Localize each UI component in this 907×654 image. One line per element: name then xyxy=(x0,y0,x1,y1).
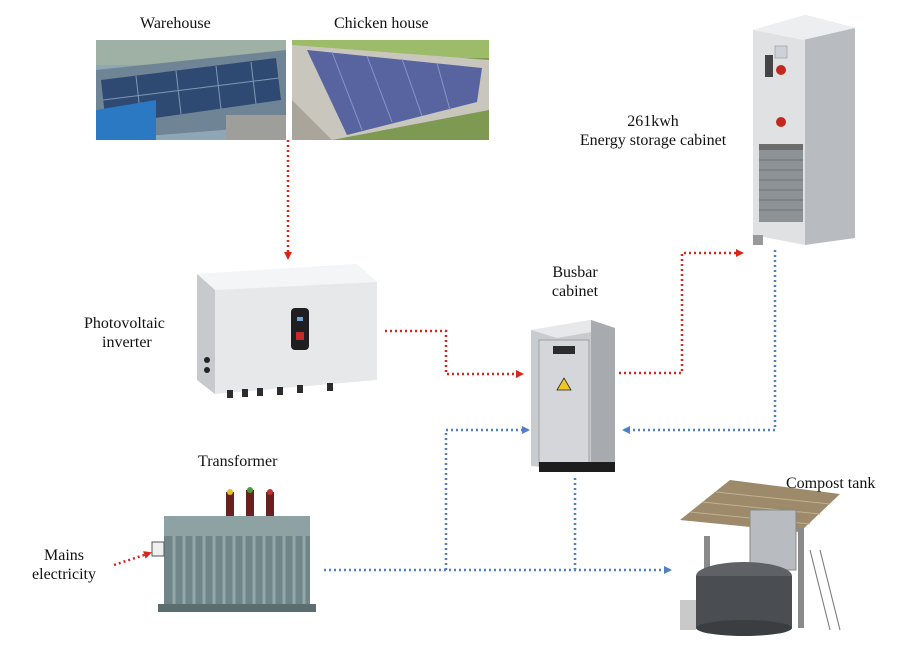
arrow-busbar-to-storage xyxy=(619,249,744,375)
label-busbar-line1: Busbar xyxy=(552,264,598,281)
transformer-image xyxy=(151,487,316,612)
arrow-storage-to-busbar xyxy=(622,250,777,434)
compost-tank-image xyxy=(680,480,841,636)
label-warehouse: Warehouse xyxy=(140,15,211,32)
photovoltaic-inverter-image xyxy=(197,264,377,398)
label-mains-line2: electricity xyxy=(32,566,96,583)
arrow-transformer-to-busbar xyxy=(444,426,530,570)
label-storage-name: Energy storage cabinet xyxy=(579,132,727,149)
label-mains: Mains electricity xyxy=(22,546,106,584)
label-transformer: Transformer xyxy=(198,453,278,470)
label-storage-capacity: 261kwh xyxy=(627,113,679,130)
busbar-cabinet-image xyxy=(531,320,615,472)
arrow-inverter-to-busbar xyxy=(385,329,524,378)
label-inverter-line1: Photovoltaic xyxy=(84,315,165,332)
label-busbar: Busbar cabinet xyxy=(530,263,620,301)
label-busbar-line2: cabinet xyxy=(551,283,599,300)
warehouse-solar-roof-image xyxy=(96,40,286,140)
chicken-house-solar-roof-image xyxy=(292,40,489,140)
label-chicken-house: Chicken house xyxy=(334,15,429,32)
label-inverter-line2: inverter xyxy=(102,334,152,351)
label-storage: 261kwh Energy storage cabinet xyxy=(565,112,741,150)
label-compost-tank: Compost tank xyxy=(786,475,876,492)
label-inverter: Photovoltaic inverter xyxy=(84,314,165,352)
energy-storage-cabinet-image xyxy=(753,15,855,245)
arrow-mains-to-transformer xyxy=(113,551,152,567)
label-mains-line1: Mains xyxy=(44,547,84,564)
